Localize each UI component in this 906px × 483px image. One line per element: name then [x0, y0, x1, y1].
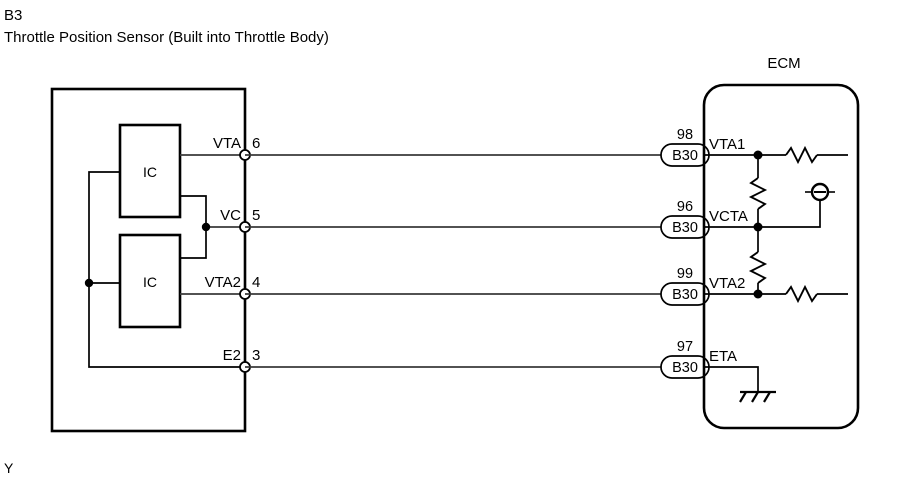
- resistor-upper-divider: [748, 177, 768, 210]
- ic-block-lower: [118, 233, 182, 329]
- junction-dot-vta1: [753, 150, 763, 160]
- junction-dot-e2-rail: [84, 278, 94, 288]
- sensor-pin-number-5: 5: [252, 207, 260, 224]
- component-code: B3: [4, 7, 22, 24]
- sensor-pin-number-4: 4: [252, 274, 260, 291]
- ground-hatch-1: [739, 391, 747, 403]
- resistor-vta1: [785, 145, 818, 165]
- ground-hatch-2: [751, 391, 759, 403]
- connector-code-97: B30: [672, 360, 698, 376]
- sensor-pin-number-3: 3: [252, 347, 260, 364]
- ecm-wire-vcta-to-source: [758, 197, 821, 228]
- ecm-signal-label-vcta: VCTA: [709, 208, 748, 225]
- ecm-signal-label-eta: ETA: [709, 348, 737, 365]
- ground-hatch-3: [763, 391, 771, 403]
- wire-ic-upper-to-vc: [180, 195, 207, 227]
- connector-terminal-number-96: 96: [677, 199, 693, 215]
- ecm-box: [702, 83, 860, 430]
- sensor-terminal-label-vc: VC: [220, 207, 241, 224]
- sensor-housing-box: [50, 87, 247, 433]
- junction-dot-vcta: [753, 222, 763, 232]
- connector-code-98: B30: [672, 148, 698, 164]
- ecm-label: ECM: [767, 55, 800, 72]
- sensor-terminal-label-e2: E2: [223, 347, 241, 364]
- sensor-terminal-label-vta2: VTA2: [205, 274, 241, 291]
- connector-code-99: B30: [672, 287, 698, 303]
- wire-ic-upper-to-e2: [88, 171, 245, 368]
- ecm-signal-label-vta2: VTA2: [709, 275, 745, 292]
- ic-block-lower-label: IC: [143, 274, 157, 290]
- connector-code-96: B30: [672, 220, 698, 236]
- ecm-wire-eta-to-ground: [704, 366, 759, 392]
- sensor-pin-number-6: 6: [252, 135, 260, 152]
- ic-block-upper-label: IC: [143, 164, 157, 180]
- resistor-vta2: [785, 284, 818, 304]
- connector-terminal-number-97: 97: [677, 339, 693, 355]
- wire-ic-lower-to-vc: [180, 227, 207, 259]
- wire-color-code: Y: [4, 460, 14, 476]
- junction-dot-vta2: [753, 289, 763, 299]
- junction-dot-vc: [201, 222, 211, 232]
- component-name: Throttle Position Sensor (Built into Thr…: [4, 29, 329, 46]
- sensor-terminal-label-vta: VTA: [213, 135, 241, 152]
- ic-block-upper: [118, 123, 182, 219]
- ecm-signal-label-vta1: VTA1: [709, 136, 745, 153]
- resistor-lower-divider: [748, 251, 768, 284]
- connector-terminal-number-98: 98: [677, 127, 693, 143]
- connector-terminal-number-99: 99: [677, 266, 693, 282]
